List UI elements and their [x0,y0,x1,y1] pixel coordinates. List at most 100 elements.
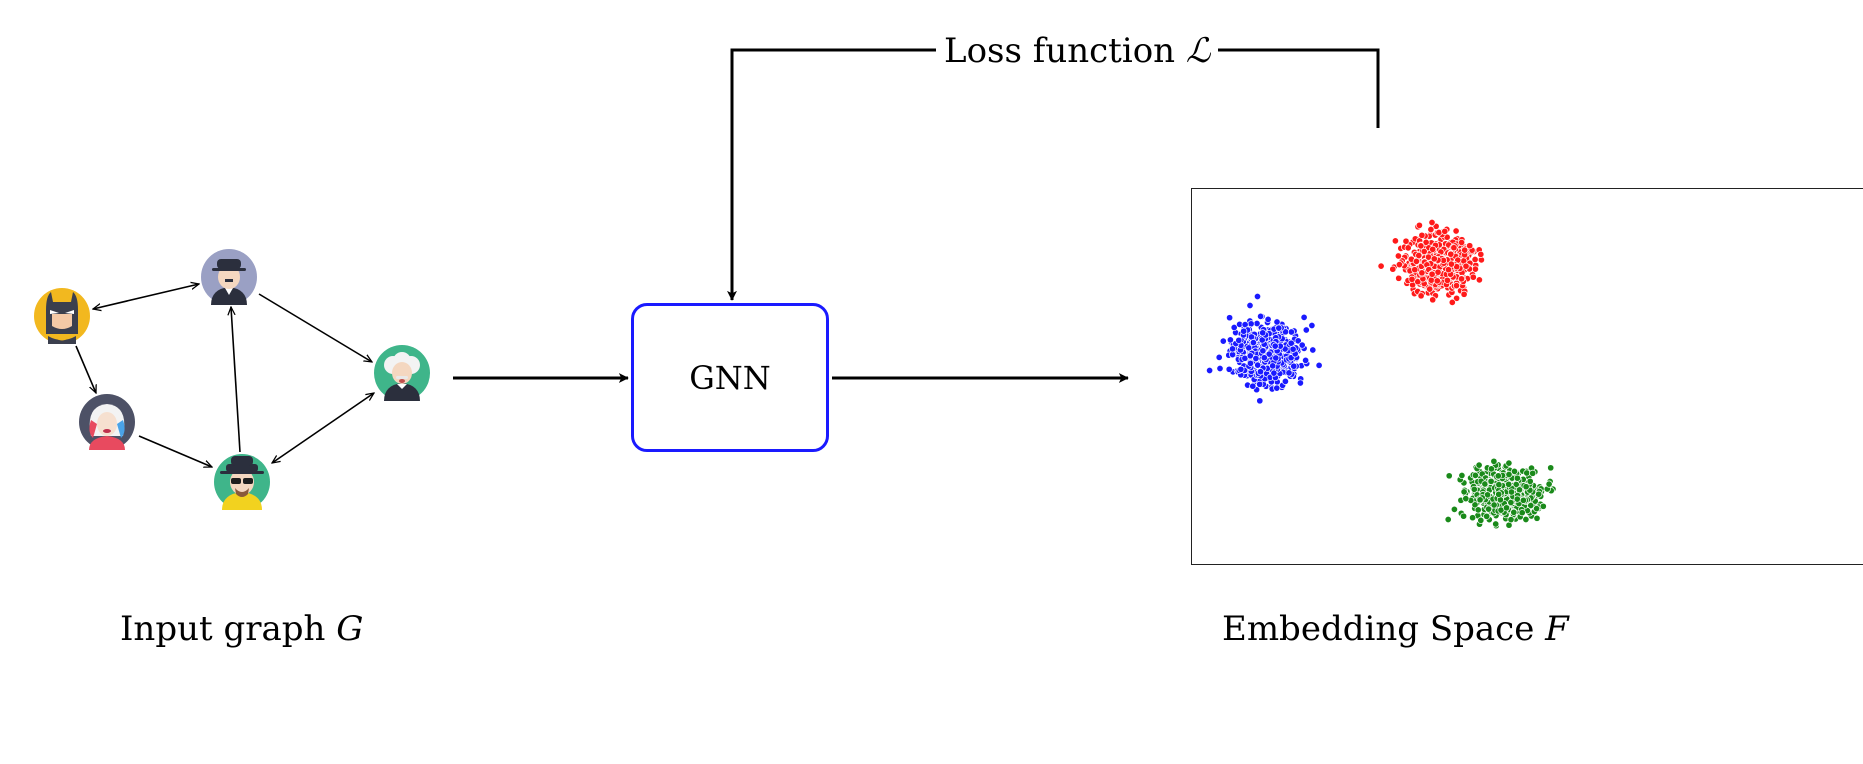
cluster-point [1265,350,1273,358]
cluster-point [1389,265,1397,273]
cluster-point [1246,352,1254,360]
cluster-point [1487,465,1495,473]
cluster-point [1507,488,1516,496]
cluster-point [1240,327,1248,335]
cluster-point [1448,298,1456,306]
cluster-point [1272,354,1280,362]
cluster-point [1433,277,1441,285]
loss-function-label: Loss function ℒ [936,34,1219,68]
cluster-point [1275,324,1283,332]
cluster-point [1427,225,1435,234]
input-graph-caption-text: Input graph [120,609,337,649]
embedding-space-caption-text: Embedding Space [1222,609,1546,649]
cluster-point [1377,262,1385,270]
cluster-point [1298,341,1306,349]
cluster-point [1487,477,1495,485]
cluster-point [1264,315,1272,323]
input-graph-caption: Input graph G [120,612,363,646]
cluster-point [1471,471,1479,479]
cluster-point [1485,505,1493,513]
cluster-point [1418,269,1426,277]
cluster-point [1483,491,1492,499]
heisenberg-avatar-icon [214,454,270,510]
cluster-point [1226,314,1234,322]
cluster-point [1415,221,1423,229]
cluster-point [1545,480,1553,488]
graph-edges [75,284,374,467]
embedding-space-caption: Embedding Space F [1222,612,1569,646]
cluster-point [1450,505,1458,513]
cluster-point [1510,467,1519,475]
cluster-point [1460,512,1468,520]
cluster-point [1254,361,1262,369]
cluster-point [1417,242,1425,250]
cluster-point [1462,262,1470,270]
gnn-block: GNN [631,303,829,452]
embedding-space-caption-symbol: F [1545,609,1569,649]
cluster-point [1294,337,1302,345]
cluster-point [1505,459,1513,467]
gnn-label: GNN [689,358,771,397]
cluster-point [1296,379,1304,387]
cluster-point [1502,504,1511,512]
cluster-point [1226,336,1234,344]
cluster-point [1469,514,1477,522]
cluster-point [1471,501,1479,509]
cluster-point [1237,365,1245,373]
cluster-point [1395,261,1403,269]
cluster-point [1510,508,1518,516]
cluster-point [1471,265,1479,273]
cluster-point [1523,469,1531,477]
cluster-point [1429,245,1437,253]
cluster-point [1477,250,1485,258]
cluster-point [1287,328,1295,336]
cluster-point [1547,464,1555,472]
cluster-point [1529,469,1537,477]
cluster-point [1252,354,1260,363]
cluster-point [1258,336,1266,344]
cluster-point [1412,257,1420,265]
cluster-point [1519,496,1527,504]
cluster-point [1215,353,1223,361]
cluster-point [1256,380,1264,388]
chaplin-avatar-icon [201,249,257,305]
cluster-point [1257,312,1265,320]
cluster-point [1256,397,1264,405]
cluster-point [1466,242,1474,250]
cluster-point [1441,227,1449,235]
input-graph-caption-symbol: G [336,609,364,649]
cluster-point [1513,474,1521,482]
cluster-point [1447,250,1455,258]
edge-heisenberg-chaplin [231,307,241,453]
einstein-avatar-icon [374,345,430,401]
cluster-point [1270,369,1278,377]
cluster-point [1230,323,1238,332]
cluster-point [1259,329,1267,337]
cluster-point [1492,520,1500,528]
cluster-point [1505,470,1513,479]
cluster-point [1522,515,1530,524]
cluster-point [1391,237,1399,245]
cluster-point [1300,313,1308,321]
cluster-point [1415,251,1423,260]
cluster-point [1453,294,1461,302]
cluster-point [1533,505,1541,513]
cluster-red [1377,218,1485,306]
cluster-point [1249,382,1257,390]
cluster-point [1404,244,1412,252]
cluster-point [1476,496,1484,504]
cluster-point [1470,485,1478,493]
cluster-point [1490,501,1498,509]
cluster-point [1253,292,1262,301]
cluster-point [1469,273,1477,281]
cluster-point [1256,368,1265,376]
cluster-point [1533,514,1541,522]
cluster-point [1460,290,1468,298]
cluster-point [1309,346,1317,354]
cluster-point [1417,292,1425,300]
cluster-point [1444,266,1453,274]
batman-avatar-icon [34,288,90,344]
cluster-point [1428,218,1436,227]
cluster-point [1285,369,1293,377]
cluster-point [1225,365,1233,373]
